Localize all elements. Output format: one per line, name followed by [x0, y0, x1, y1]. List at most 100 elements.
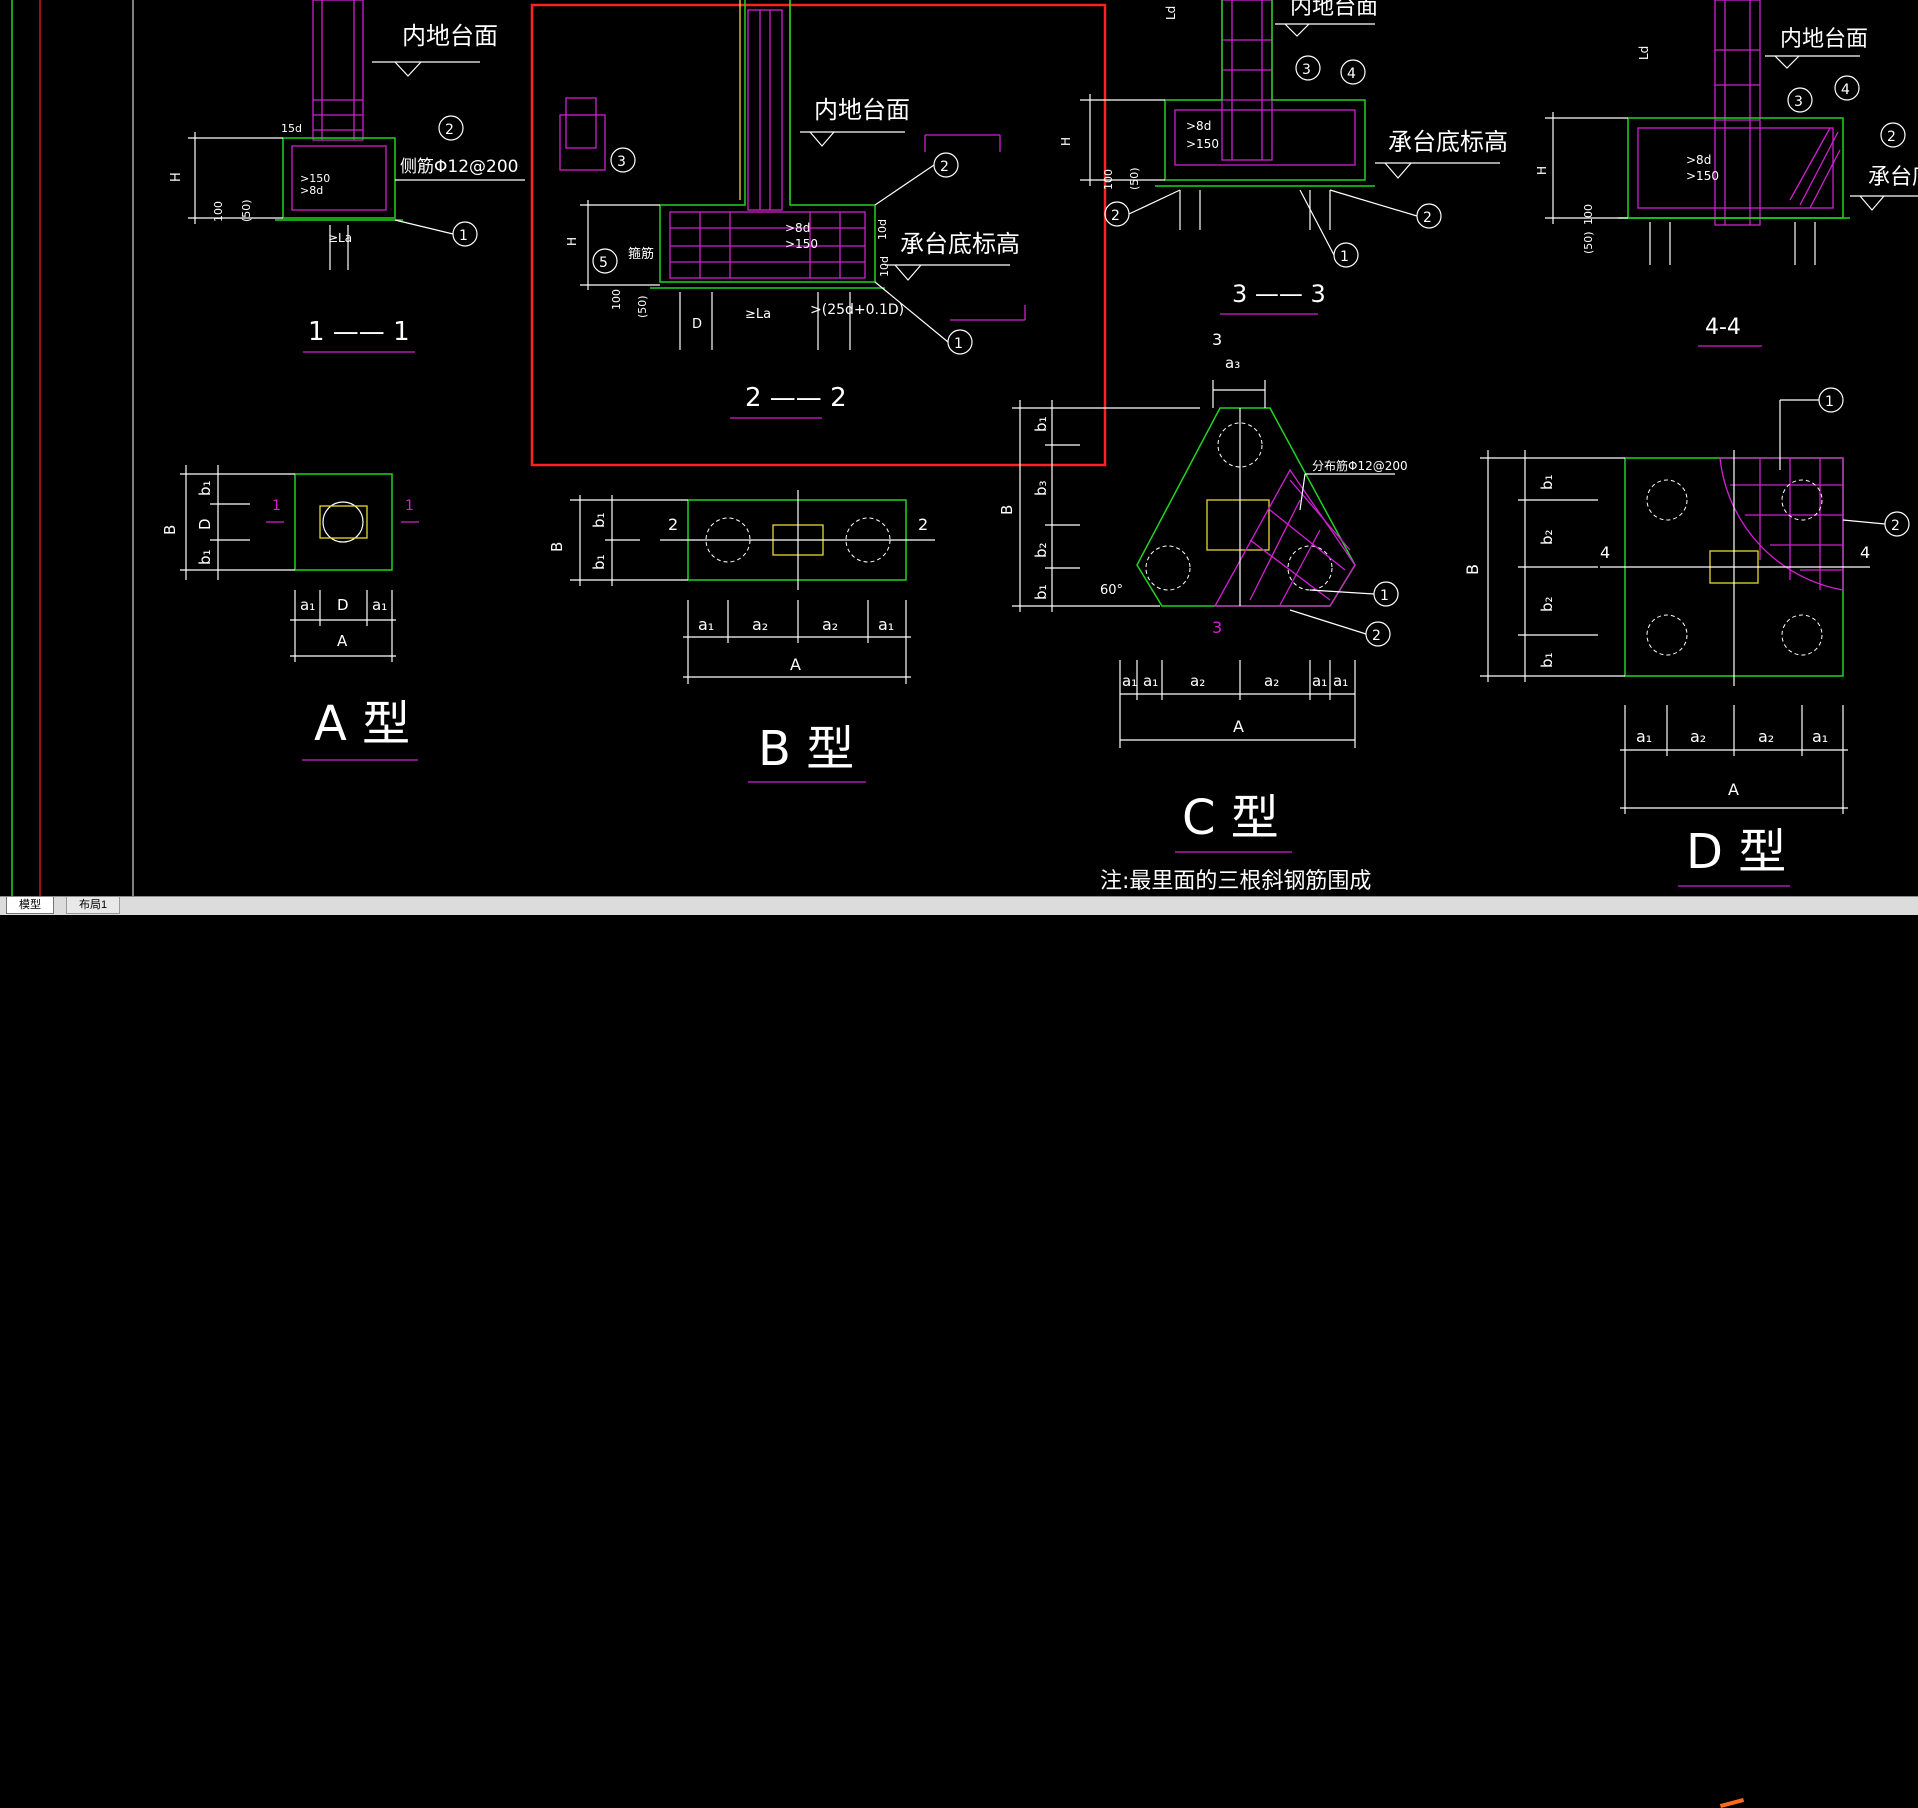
section-4-4: >8d >150 H 100 (50) Ld 内地台面 承台底标高 3 4 2 …: [1535, 0, 1918, 347]
dim-50-1: (50): [240, 199, 253, 222]
dim-b1-a-top: b₁: [196, 480, 214, 496]
dim-h-4: H: [1535, 166, 1549, 175]
callout-2-d: 2: [1891, 518, 1900, 534]
dim-a1-a-left: a₁: [300, 596, 315, 614]
dim-b1-b-top: b₁: [590, 512, 608, 528]
callout-2-s2: 2: [940, 159, 949, 175]
dim-a1-c-3: a₁: [1312, 672, 1327, 690]
section-2-2: H 100 (50) 箍筋 5 3 >8d >150 ≥La >(25d+0.1…: [530, 0, 1107, 467]
callout-2-s4: 2: [1887, 129, 1896, 145]
dim-b-a: B: [161, 525, 179, 535]
callout-1-c: 1: [1380, 588, 1389, 604]
dim-b1-c-bot: b₁: [1032, 584, 1050, 600]
callout-1-s3: 1: [1340, 249, 1349, 265]
section-1-1: H 100 (50) 15d >150 >8d ≥La 内地台面 侧筋Φ12@2…: [169, 0, 525, 353]
dim-15d-1: 15d: [281, 122, 302, 135]
la-2: ≥La: [745, 307, 771, 322]
dim-100-4: 100: [1582, 204, 1595, 225]
dim-a-c: A: [1233, 717, 1244, 736]
note-text: 注:最里面的三根斜钢筋围成: [1100, 869, 1371, 894]
ge150-3: >150: [1186, 137, 1219, 151]
tab-layout1[interactable]: 布局1: [66, 897, 121, 914]
section-4-4-title: 4-4: [1705, 315, 1741, 340]
type-c-plan: 3 3 a₃ B b₁ b₃ b₂ b₁ 60° 分布筋Φ12@200 1 2 …: [998, 330, 1408, 894]
dim-b3-c: b₃: [1032, 480, 1050, 496]
dim-a1-b-1: a₁: [698, 615, 714, 634]
callout-2-s3b: 2: [1423, 210, 1432, 226]
ge8d-3: >8d: [1186, 119, 1211, 133]
callout-2-s1: 2: [445, 122, 454, 138]
dim-50-4: (50): [1582, 231, 1595, 254]
dim-100-3: 100: [1102, 169, 1115, 190]
dim-a1-c-4: a₁: [1333, 672, 1348, 690]
inner-ground-label-3: 内地台面: [1290, 0, 1378, 20]
dim-a1-b-2: a₁: [878, 615, 894, 634]
cut-mark-3-bottom: 3: [1212, 618, 1222, 637]
cad-canvas[interactable]: H 100 (50) 15d >150 >8d ≥La 内地台面 侧筋Φ12@2…: [0, 0, 1918, 896]
cut-mark-3-top: 3: [1212, 330, 1222, 349]
dim-b2-d-1: b₂: [1538, 529, 1556, 545]
type-d-plan: 4 4 B b₁ b₂ b₂ b₁ 1 2 a₁ a₂ a₂ a₁ A D 型: [1463, 387, 1910, 887]
dim-b-d: B: [1463, 564, 1482, 575]
dim-b2-d-2: b₂: [1538, 596, 1556, 612]
dim-d-a-h: D: [337, 596, 349, 614]
callout-1-s2: 1: [954, 336, 963, 352]
cap-bottom-label-4: 承台底标高: [1868, 165, 1918, 190]
layout-tab-bar: 模型 布局1: [0, 896, 1918, 1808]
dim-b-b: B: [548, 542, 566, 552]
inner-ground-label-2: 内地台面: [814, 96, 910, 124]
dim-a-d: A: [1728, 780, 1739, 799]
dim-h-1: H: [169, 172, 184, 182]
callout-3-s3: 3: [1302, 62, 1311, 78]
dim-b-c: B: [998, 505, 1016, 515]
dim-ld-3: Ld: [1164, 6, 1178, 20]
dim-b1-b-bot: b₁: [590, 554, 608, 570]
ge8d-1: >8d: [300, 184, 323, 197]
callout-3-s4: 3: [1794, 94, 1803, 110]
d25-label: >(25d+0.1D): [810, 302, 904, 318]
dim-50-2: (50): [636, 295, 649, 318]
type-d-title: D 型: [1686, 824, 1786, 880]
callout-3-s2: 3: [617, 154, 626, 170]
callout-1-d: 1: [1825, 394, 1834, 410]
cap-bottom-label-2: 承台底标高: [900, 230, 1020, 258]
cut-mark-4-left: 4: [1600, 543, 1610, 562]
type-a-plan: 1 1 B b₁ D b₁ a₁ D a₁ A A 型: [161, 465, 419, 761]
section-1-1-title: 1 —— 1: [308, 317, 410, 347]
dim-h-2: H: [565, 237, 579, 246]
callout-5-s2: 5: [599, 255, 608, 271]
dim-b1-c-top: b₁: [1032, 416, 1050, 432]
dim-d-a-v: D: [196, 518, 214, 530]
cut-mark-1-right: 1: [405, 498, 414, 514]
inner-ground-label-4: 内地台面: [1780, 27, 1868, 52]
selection-box[interactable]: [530, 3, 1107, 467]
ge150-4: >150: [1686, 169, 1719, 183]
dim-b2-c: b₂: [1032, 542, 1050, 558]
callout-4-s3: 4: [1347, 66, 1356, 82]
cut-mark-4-right: 4: [1860, 543, 1870, 562]
dim-b1-a-bot: b₁: [196, 549, 214, 565]
dim-a-b: A: [790, 655, 801, 674]
section-2-2-title: 2 —— 2: [745, 383, 847, 413]
dim-a2-c-2: a₂: [1264, 672, 1279, 690]
hoop-label: 箍筋: [628, 246, 654, 262]
dim-a3-c: a₃: [1225, 354, 1240, 372]
dim-h-3: H: [1059, 137, 1073, 146]
tab-model[interactable]: 模型: [6, 897, 54, 914]
dim-10d-2b: 10d: [878, 256, 891, 277]
dim-a1-d-2: a₁: [1812, 727, 1828, 746]
cap-bottom-label-3: 承台底标高: [1388, 128, 1508, 156]
ge150-2: >150: [785, 237, 818, 251]
dim-50-3: (50): [1128, 167, 1141, 190]
angle-60: 60°: [1100, 583, 1123, 598]
dim-100-1: 100: [212, 201, 225, 222]
section-3-3-title: 3 —— 3: [1232, 280, 1326, 308]
callout-2-c: 2: [1372, 628, 1381, 644]
dim-a-a: A: [337, 632, 348, 650]
type-a-title: A 型: [314, 696, 410, 752]
dim-b1-d-bot: b₁: [1538, 652, 1556, 668]
dim-a1-c-2: a₁: [1143, 672, 1158, 690]
cut-mark-1-left: 1: [272, 498, 281, 514]
dim-a2-d-1: a₂: [1690, 727, 1706, 746]
ge150-1: >150: [300, 172, 330, 185]
